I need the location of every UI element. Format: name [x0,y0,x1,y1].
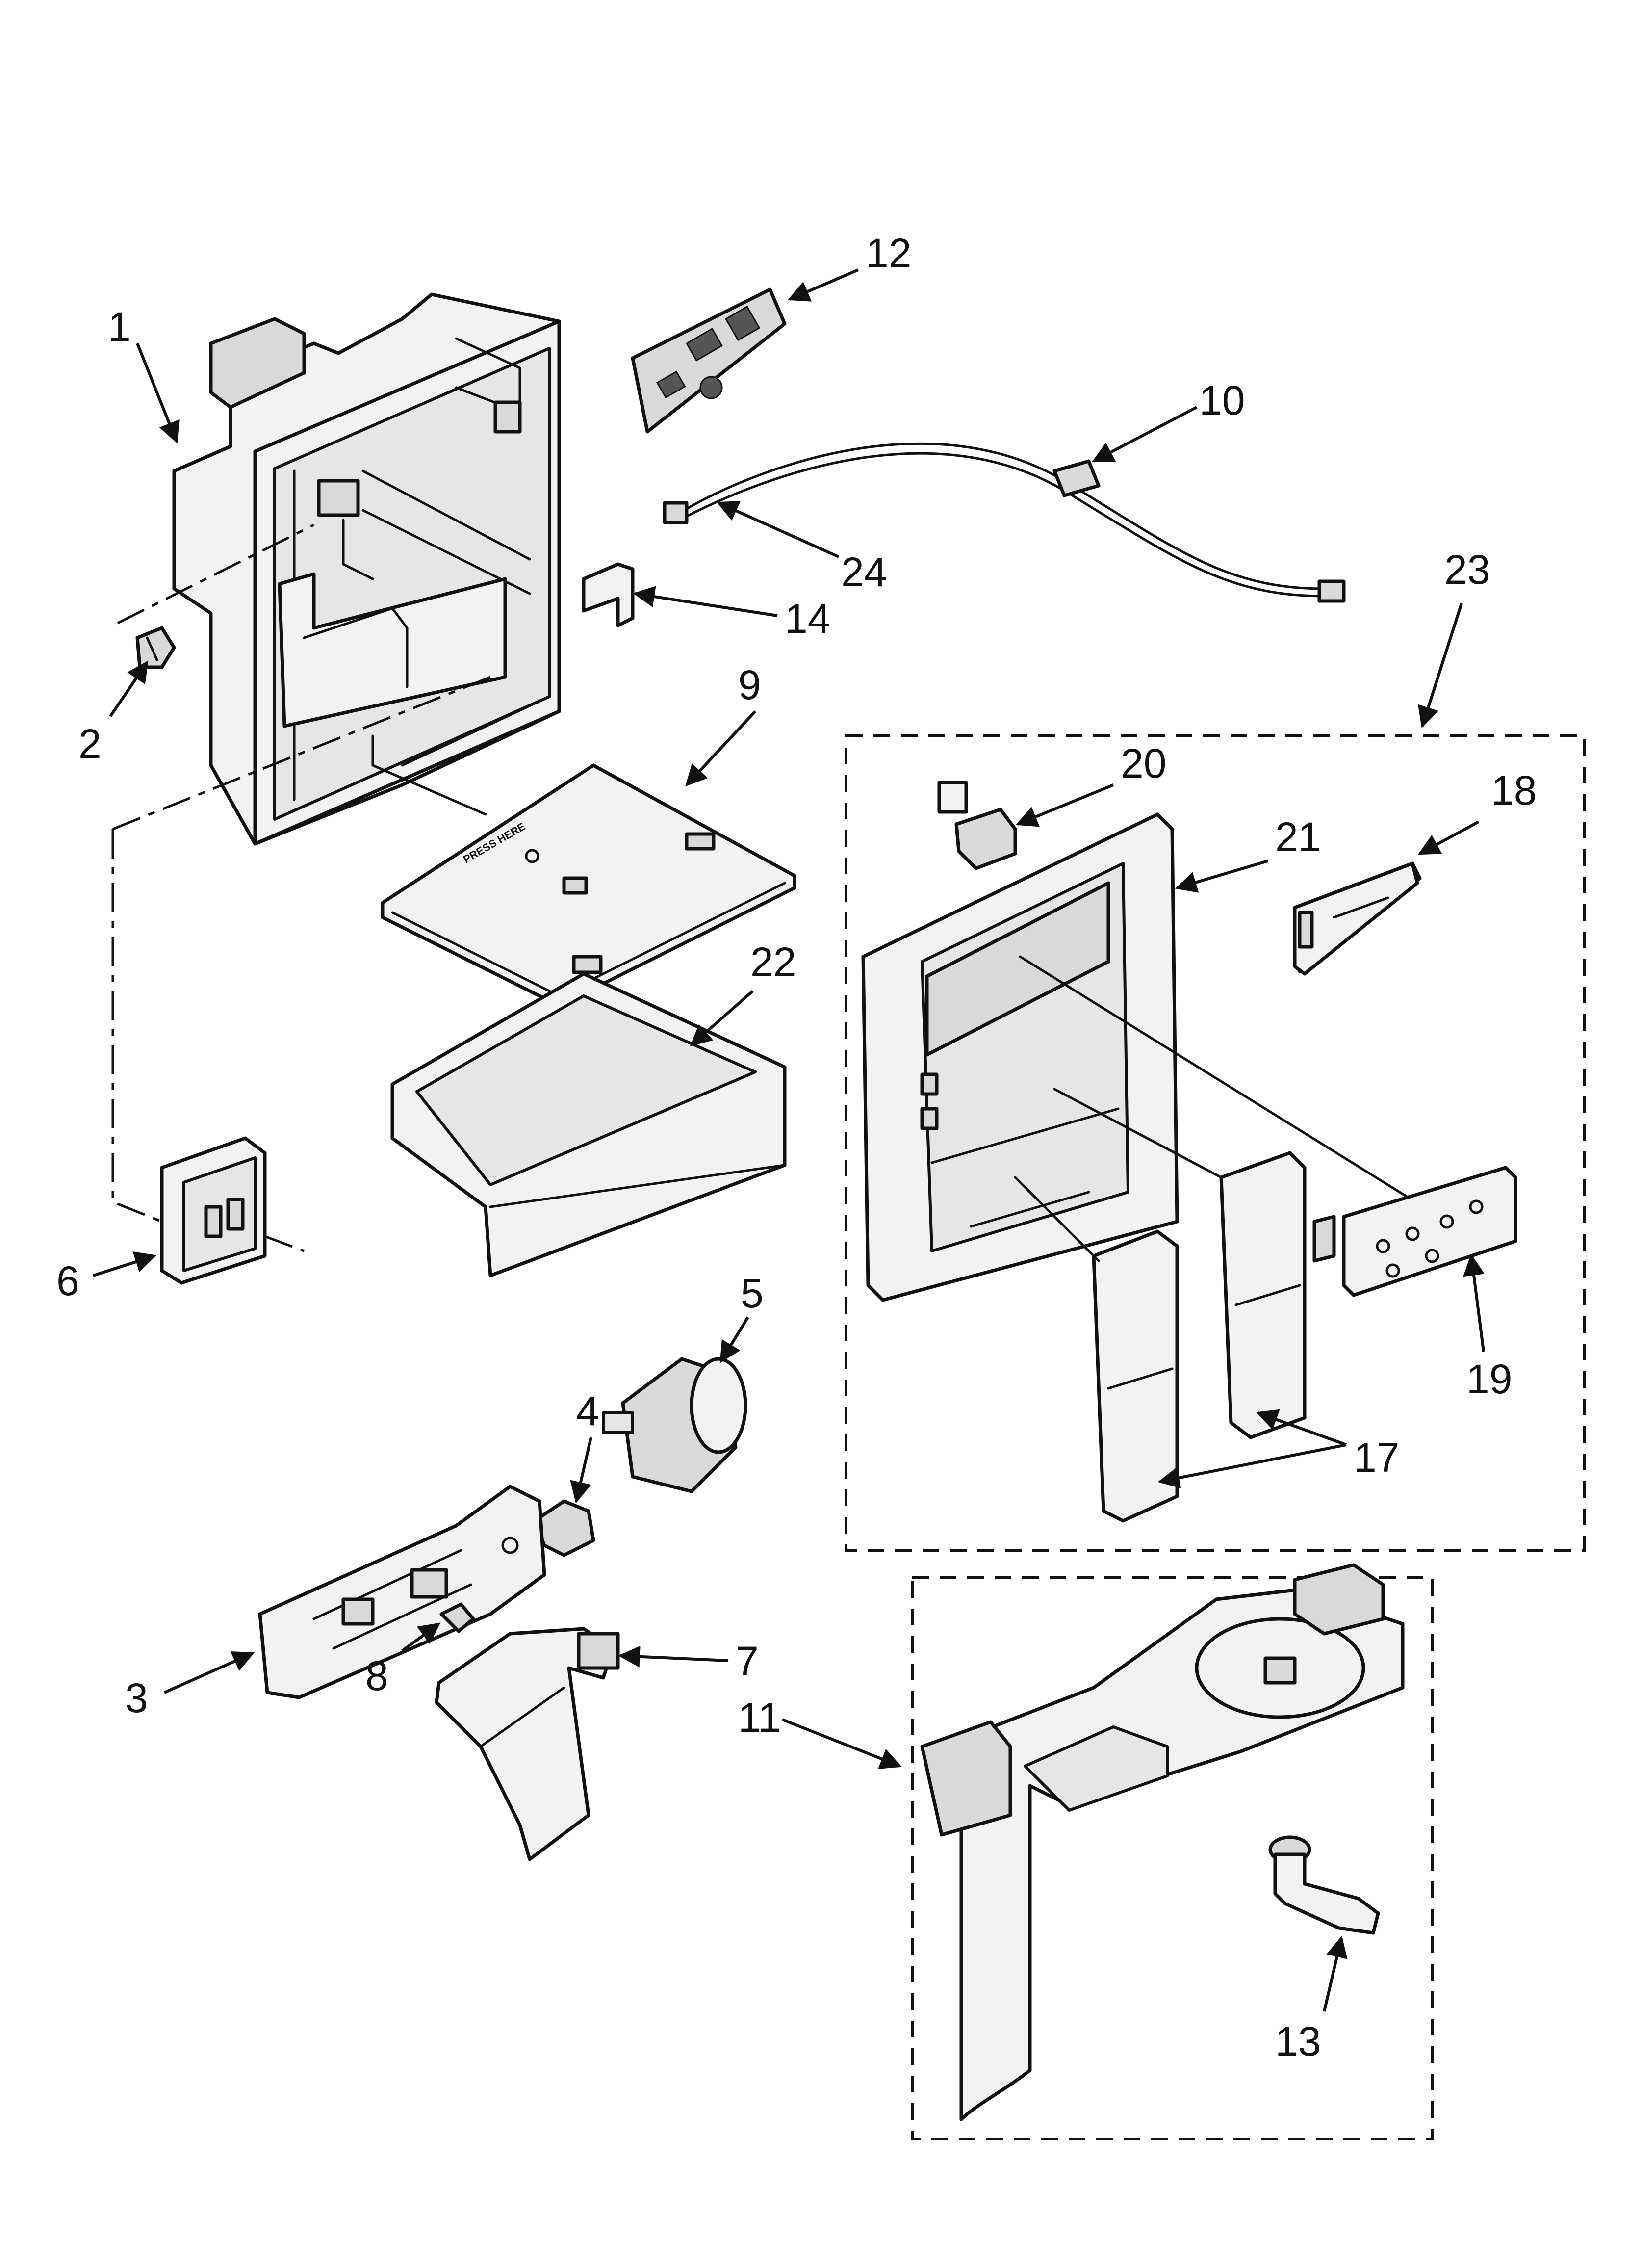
exploded-line-9 [371,734,487,816]
exploded-line-17a [1014,1176,1100,1262]
callout-14: 14 [785,596,830,642]
callout-19: 19 [1466,1356,1512,1402]
callout-4: 4 [576,1388,599,1434]
auger-motor-part-5 [602,1357,747,1493]
screw-part-2 [135,626,176,669]
callout-10: 10 [1199,377,1245,423]
control-panel-part-19 [1312,1166,1517,1297]
group-box-11 [911,1576,1434,2140]
screw-part-8 [439,1602,475,1633]
callout-9: 9 [738,662,761,708]
control-board-part-12 [631,287,787,434]
exploded-line-2 [117,523,315,625]
callout-18: 18 [1491,767,1537,813]
callout-24: 24 [841,549,887,595]
exploded-line-17b [1053,1088,1223,1179]
callout-17: 17 [1354,1434,1399,1481]
dispenser-paddles-part-17 [1092,1151,1307,1523]
water-fitting-part-13 [1268,1835,1380,1935]
exploded-line-6 [111,829,162,1223]
callout-22: 22 [750,939,796,985]
wire-harness-part-10 [663,442,1346,603]
dispenser-front-part-21 [861,812,1179,1302]
cam-part-4 [533,1499,595,1557]
exploded-line-19 [1019,955,1409,1199]
ice-chute-housing-part-11 [920,1563,1405,2121]
callout-8: 8 [365,1653,388,1699]
callout-7: 7 [736,1638,759,1684]
display-board-part-18 [1293,861,1422,976]
callout-1: 1 [108,304,131,350]
callout-13: 13 [1275,2018,1321,2064]
exploded-line-6b [112,676,491,831]
shelf-tray-part-9: PRESS HERE [381,763,796,1008]
callout-12: 12 [866,230,911,276]
callout-11: 11 [738,1694,781,1741]
exploded-line-6c [264,1235,305,1252]
solenoid-bracket-part-3 [258,1485,546,1699]
bracket-part-14 [582,562,635,627]
callout-3: 3 [125,1675,148,1721]
switch-housing-part-6 [160,1136,267,1285]
callout-23: 23 [1444,547,1490,593]
callout-20: 20 [1121,740,1166,786]
callout-2: 2 [78,721,102,767]
lever-part-7 [435,1627,620,1861]
callout-6: 6 [56,1258,79,1304]
group-box-23 [845,734,1586,1552]
sensor-part-20 [937,781,1017,870]
drip-tray-part-22 [390,972,787,1277]
callout-5: 5 [741,1270,764,1316]
callout-21: 21 [1275,814,1321,860]
dispenser-housing-part-1 [172,292,561,846]
